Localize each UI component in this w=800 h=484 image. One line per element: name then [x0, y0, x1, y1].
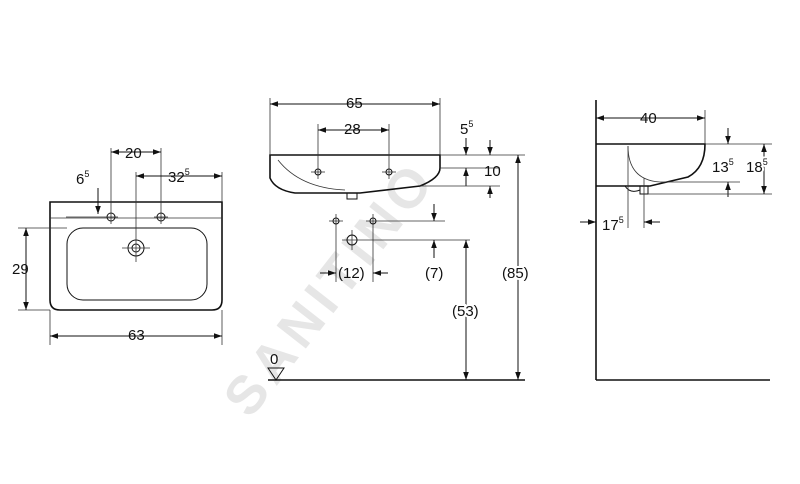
dim-hole-spacing: 20: [125, 145, 142, 162]
top-view: 20 65 325 29 63: [12, 145, 223, 345]
front-view: 65 28 55 10 (12) (7) (53): [267, 95, 531, 381]
fixing-left-icon: [329, 214, 343, 228]
dim-overall-width: 65: [346, 95, 363, 112]
side-view: 40 135 185 175: [580, 100, 772, 381]
watermark-text: SANITINO: [212, 149, 448, 427]
dim-waste-height: (53): [452, 303, 479, 320]
top-view-outline: [49, 201, 223, 311]
dim-projection: 40: [640, 110, 657, 127]
dim-depth-b: 185: [746, 157, 768, 176]
drain-icon: [122, 234, 150, 262]
dim-waste-offset: 175: [602, 215, 624, 234]
dim-floor-level: 0: [270, 351, 278, 368]
tap-mark-right-icon: [382, 165, 396, 179]
fixing-right-icon: [366, 214, 380, 228]
dim-depth: 29: [12, 261, 29, 278]
tap-mark-left-icon: [311, 165, 325, 179]
top-view-bowl: [66, 227, 208, 301]
dim-fixing-offset: (7): [425, 265, 443, 282]
dim-side-offset: 65: [76, 169, 89, 188]
dim-rim-offset: 55: [460, 119, 473, 138]
dim-bowl-depth: 10: [484, 163, 501, 180]
tap-hole-right-icon: [154, 210, 168, 224]
dim-depth-a: 135: [712, 157, 734, 176]
dim-tap-spacing: 28: [344, 121, 361, 138]
dim-width: 63: [128, 327, 145, 344]
front-view-basin: [269, 154, 441, 194]
floor-level-icon: [267, 367, 285, 381]
tap-hole-left-icon: [104, 210, 118, 224]
dim-fixing-spacing: (12): [338, 265, 365, 282]
dim-rim-height: (85): [502, 265, 529, 282]
waste-outlet-icon: [342, 230, 362, 250]
dim-outer-offset: 325: [168, 167, 190, 186]
side-view-basin: [596, 143, 706, 187]
